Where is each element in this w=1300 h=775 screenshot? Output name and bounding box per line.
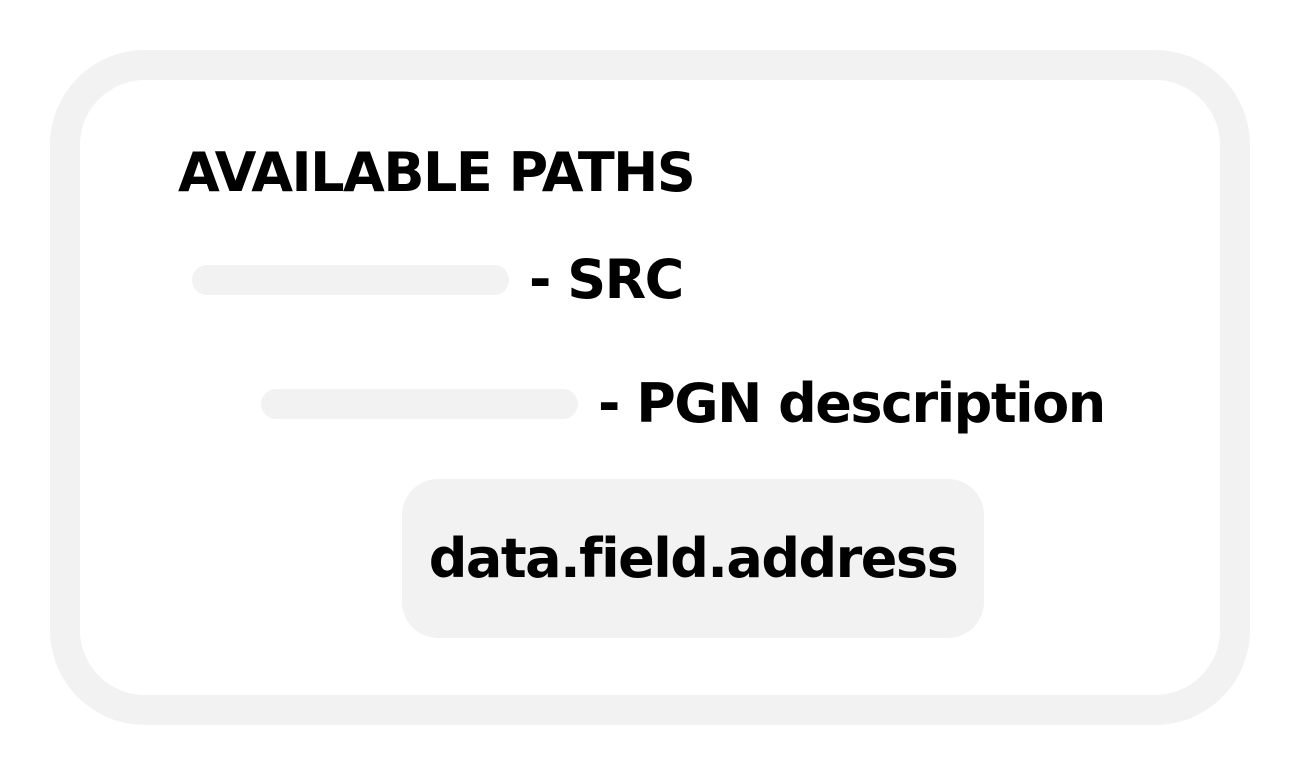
panel-title: AVAILABLE PATHS <box>178 141 696 204</box>
selected-path-text: data.field.address <box>428 526 959 590</box>
selected-path-box[interactable]: data.field.address <box>402 479 984 638</box>
path-label-pgn-description: - PGN description <box>598 372 1106 435</box>
path-placeholder-bar <box>261 389 578 419</box>
path-label-src: - SRC <box>529 248 684 311</box>
path-item-src[interactable]: - SRC <box>192 248 684 312</box>
path-item-pgn-description[interactable]: - PGN description <box>261 372 1106 436</box>
path-placeholder-bar <box>192 265 509 295</box>
